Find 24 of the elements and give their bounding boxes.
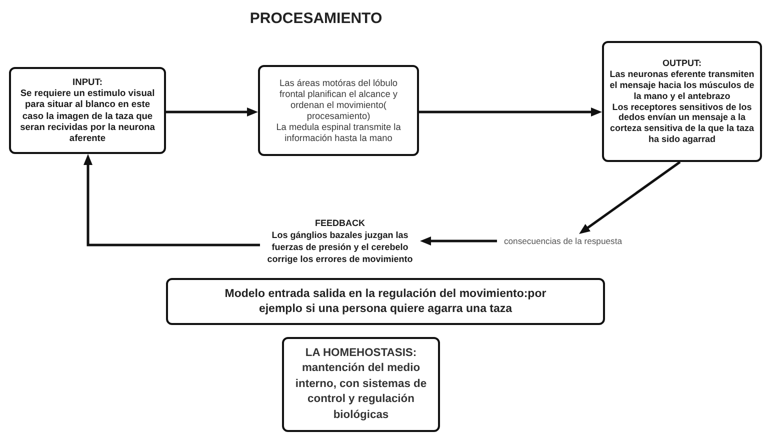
note-box	[166, 278, 605, 325]
flow-box	[602, 41, 762, 162]
annotation-text: consecuencias de la respuesta	[497, 234, 629, 248]
box-heading: INPUT:	[72, 76, 102, 88]
box-text: Los receptores sensitivos de los dedos envían un mensaje a la corteza sensitiva de la que la taza ha sido agarrad	[608, 102, 756, 146]
arrow	[419, 108, 602, 116]
flow-box	[258, 65, 419, 156]
box-text: Las áreas motóras del lóbulo frontal planifican el alcance y ordenan el movimiento( procesamiento)	[278, 78, 398, 122]
box-text: La medula espinal transmite la información hasta la mano	[275, 122, 402, 144]
arrow	[84, 154, 260, 246]
box-text: Modelo entrada salida en la regulación del movimiento:por ejemplo si una persona quiere agarra una taza	[224, 286, 548, 316]
flow-box	[9, 67, 166, 154]
box-heading: OUTPUT:	[662, 58, 702, 69]
arrow	[579, 160, 681, 234]
arrow	[420, 236, 497, 246]
arrow	[166, 108, 258, 116]
box-text: mantención del medio interno, con sistemas de control y regulación biológicas	[294, 361, 428, 423]
feedback-heading: FEEDBACK	[314, 216, 365, 228]
note-box	[282, 337, 440, 432]
diagram-title: PROCESAMIENTO	[248, 9, 384, 29]
box-text: Se requiere un estimulo visual para situar al blanco en este caso la imagen de la taza que seran recividas por la neurona aferente	[19, 88, 156, 144]
box-heading: LA HOMEHOSTASIS:	[305, 346, 417, 361]
feedback-text: Los gánglios bazales juzgan las fuerzas de presión y el cerebelo corrige los errores de movimiento	[267, 228, 413, 264]
box-text: Las neuronas eferente transmiten el mensaje hacia los músculos de la mano y el antebrazo	[608, 68, 756, 102]
